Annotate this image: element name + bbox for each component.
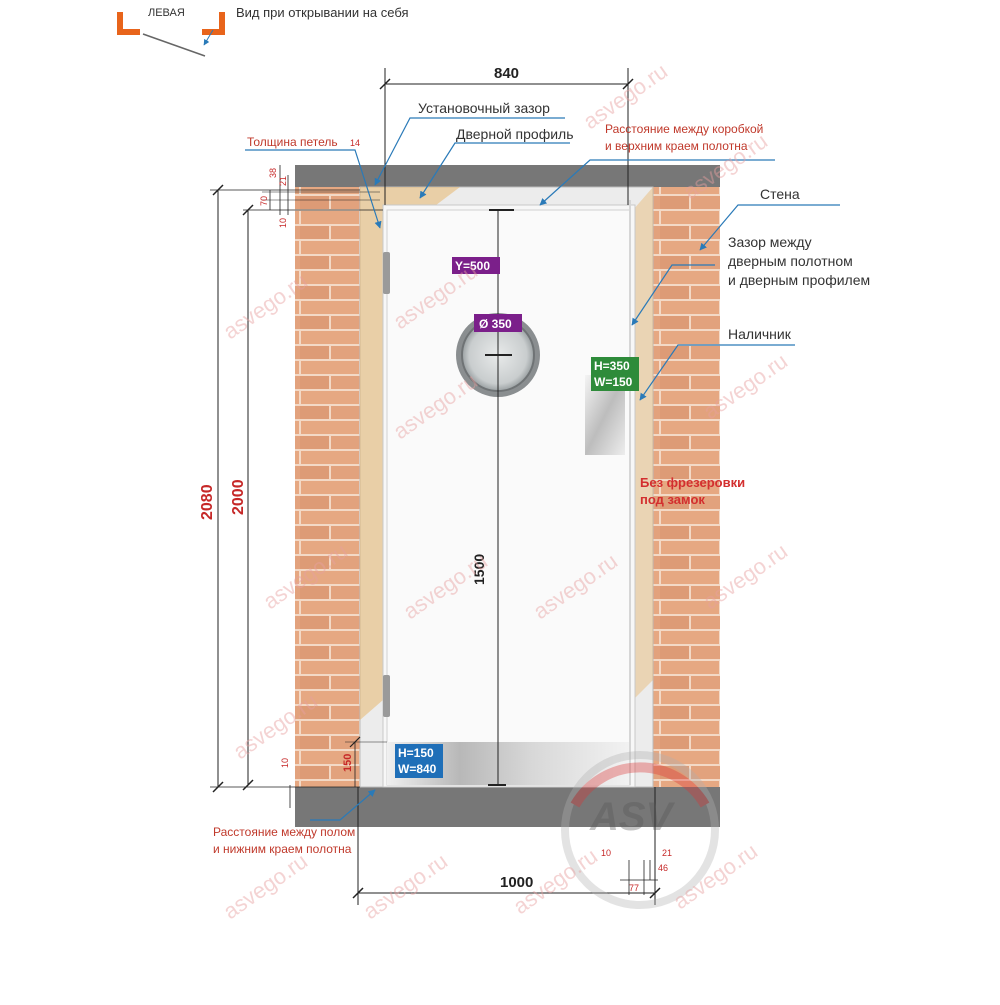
gap-label-2: дверным полотном	[728, 253, 853, 269]
bottom-dim-77: 77	[629, 883, 639, 893]
view-label: Вид при открывании на себя	[236, 5, 409, 20]
porthole-offset-tag: Y=500	[455, 259, 490, 273]
bottom-width-dim: 1000	[500, 874, 533, 891]
bottom-dim-21: 21	[662, 848, 672, 858]
top-dim-38: 38	[268, 168, 278, 178]
plate-h-tag: H=350	[594, 359, 630, 373]
svg-text:asvego.ru: asvego.ru	[359, 848, 452, 924]
no-lock-label-1: Без фрезеровки	[640, 475, 745, 490]
kick-tag-bg	[395, 744, 443, 778]
hinge-thickness-value: 14	[350, 138, 360, 148]
opening-side-icon	[117, 12, 225, 57]
top-dim-21: 21	[278, 176, 288, 186]
wall-label: Стена	[760, 186, 800, 202]
gap-label-1: Зазор между	[728, 234, 812, 250]
top-dim-70: 70	[259, 196, 269, 206]
floor-distance-label-1: Расстояние между полом	[213, 825, 355, 839]
kick-w-tag: W=840	[398, 762, 437, 776]
install-gap	[360, 187, 460, 720]
door-leaf	[386, 209, 631, 786]
wall-right	[653, 187, 720, 787]
plate-w-tag: W=150	[594, 375, 633, 389]
porthole-diameter-tag: Ø 350	[479, 317, 512, 331]
asv-logo: ASV	[561, 751, 719, 909]
svg-text:asvego.ru: asvego.ru	[219, 848, 312, 924]
porthole-diameter-tag-bg	[474, 314, 522, 332]
svg-text:ASV: ASV	[589, 795, 676, 839]
top-width-dim: 840	[494, 65, 519, 82]
porthole-offset-tag-bg	[452, 257, 500, 274]
door-profile-label: Дверной профиль	[456, 126, 574, 142]
top-distance-label-1: Расстояние между коробкой	[605, 122, 763, 136]
hinge-top	[383, 252, 390, 294]
hinge-thickness-label: Толщина петель	[247, 135, 338, 149]
install-gap-label: Установочный зазор	[418, 100, 550, 116]
plate-tag-bg	[591, 357, 639, 391]
hinge-bottom	[383, 675, 390, 717]
wall-left	[295, 187, 360, 787]
leaf-height-dim: 2000	[230, 479, 247, 515]
casing-label: Наличник	[728, 326, 792, 342]
floor-gap-dim: 10	[280, 758, 290, 768]
side-label: ЛЕВАЯ	[148, 7, 185, 19]
top-distance-label-2: и верхним краем полотна	[605, 139, 748, 153]
total-height-dim: 2080	[199, 484, 216, 520]
floor-distance-label-2: и нижним краем полотна	[213, 842, 352, 856]
wall-top	[295, 165, 720, 187]
kick-height-dim: 150	[342, 754, 354, 772]
kick-h-tag: H=150	[398, 746, 434, 760]
top-dim-10: 10	[278, 218, 288, 228]
bottom-dim-46: 46	[658, 863, 668, 873]
gap-label-3: и дверным профилем	[728, 272, 870, 288]
porthole-center-height: 1500	[471, 554, 487, 585]
bottom-dim-10: 10	[601, 848, 611, 858]
no-lock-label-2: под замок	[640, 492, 705, 507]
